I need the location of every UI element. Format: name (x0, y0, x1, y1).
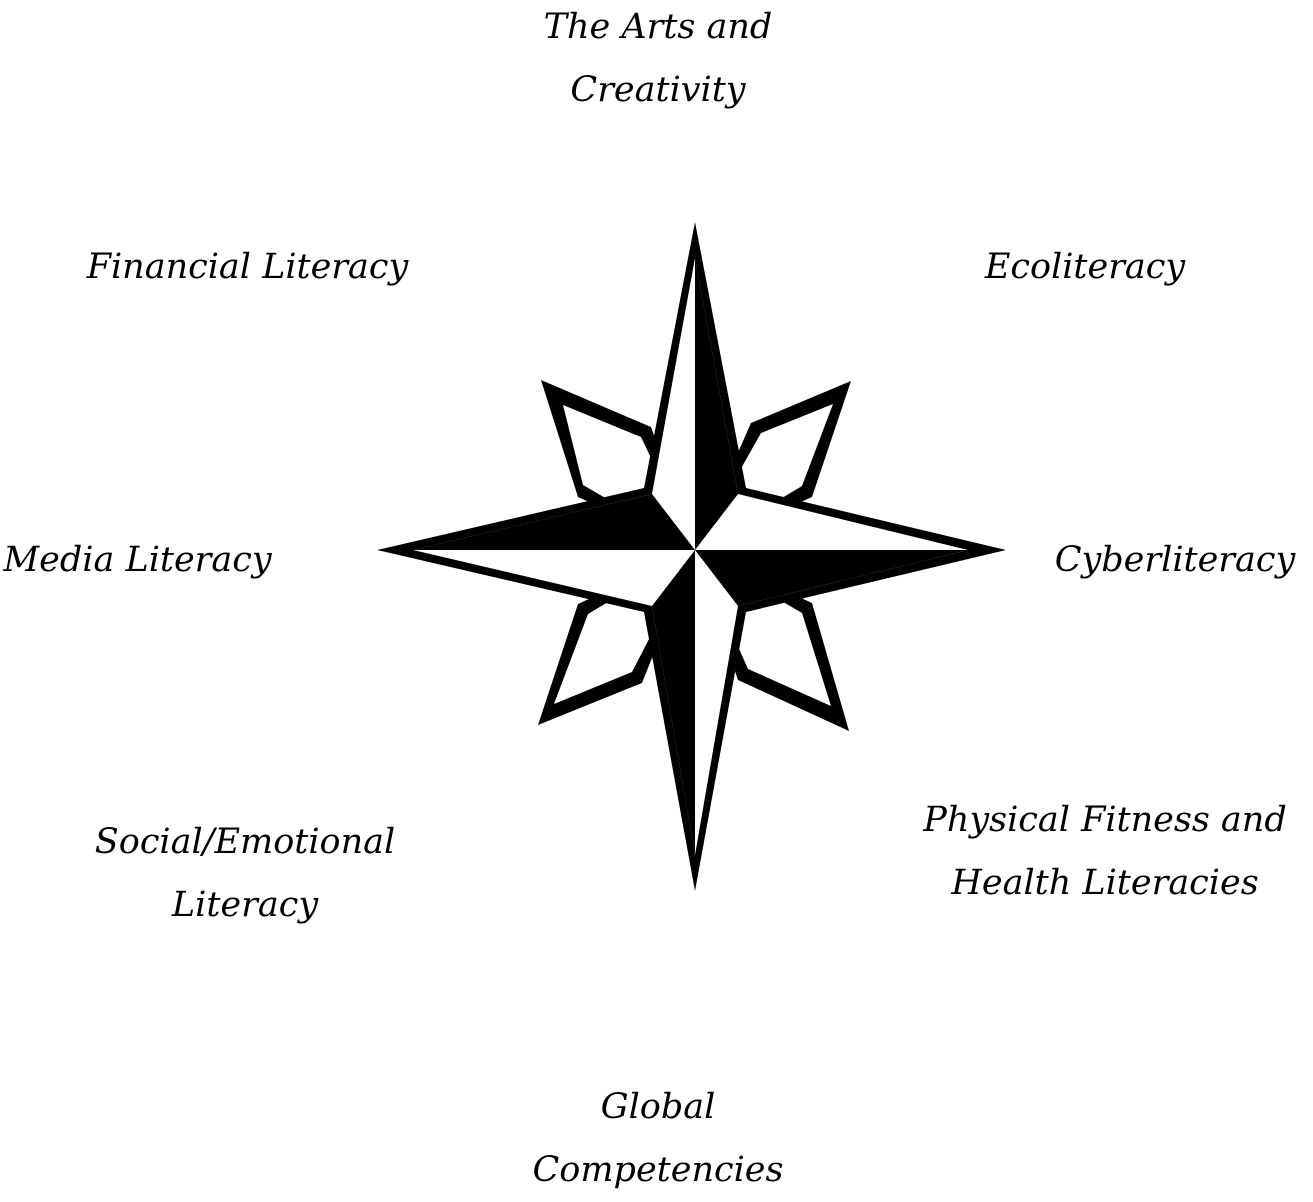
label-the-arts-and-creativity: The Arts and Creativity (508, 0, 808, 122)
label-global-competencies: Global Competencies (488, 1076, 828, 1202)
label-line: Social/Emotional (94, 822, 396, 862)
cardinal-points (377, 222, 1006, 891)
label-financial-literacy: Financial Literacy (80, 236, 415, 299)
label-line: Physical Fitness and (923, 800, 1287, 840)
label-line: Financial Literacy (86, 247, 409, 287)
label-line: Literacy (171, 885, 319, 925)
label-cyberliteracy: Cyberliteracy (1040, 529, 1310, 592)
label-line: Media Literacy (3, 540, 272, 580)
label-line: Cyberliteracy (1054, 540, 1296, 580)
label-ecoliteracy: Ecoliteracy (940, 236, 1230, 299)
label-line: Global (600, 1087, 716, 1127)
label-social-emotional-literacy: Social/Emotional Literacy (70, 811, 420, 937)
label-line: Competencies (532, 1150, 784, 1190)
label-media-literacy: Media Literacy (0, 529, 275, 592)
label-line: Health Literacies (951, 863, 1259, 903)
label-line: Creativity (570, 70, 746, 110)
label-line: The Arts and (543, 7, 773, 47)
label-physical-fitness-health: Physical Fitness and Health Literacies (915, 789, 1295, 915)
label-line: Ecoliteracy (984, 247, 1186, 287)
